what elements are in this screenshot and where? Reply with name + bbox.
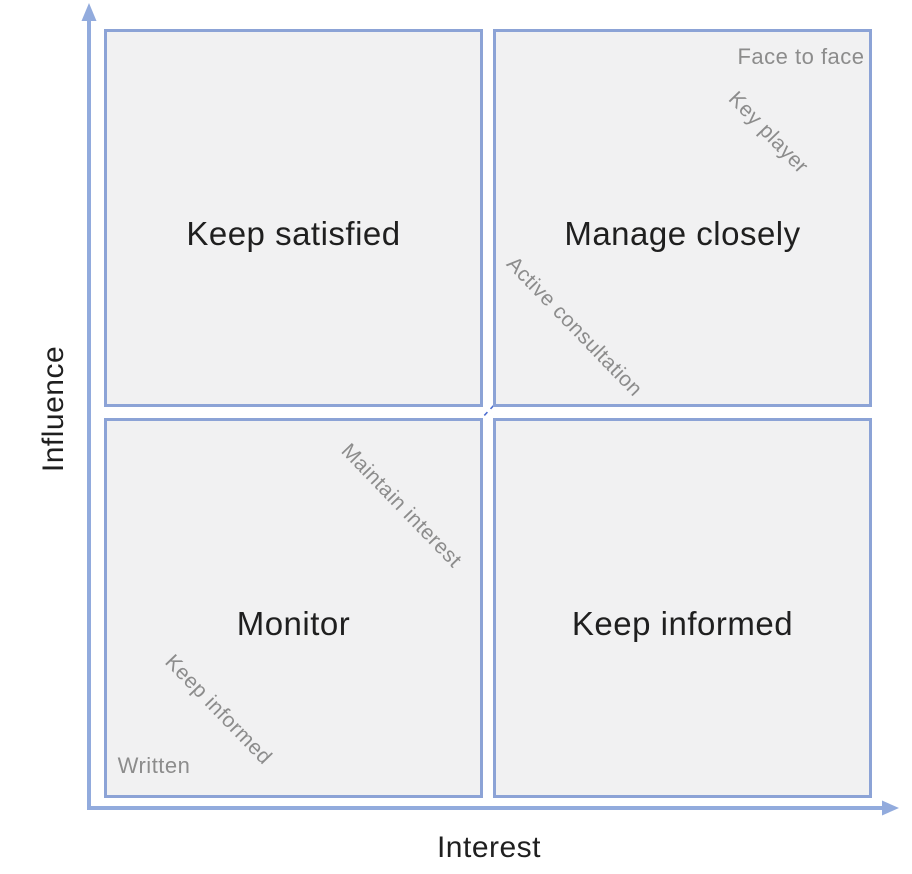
- y-axis-arrowhead-icon: [81, 3, 97, 21]
- x-axis-arrowhead-icon: [882, 800, 899, 816]
- quadrant-label: Keep informed: [571, 605, 794, 642]
- x-axis-label: Interest: [436, 831, 542, 864]
- quadrant-keep-satisfied: Keep satisfied: [104, 29, 483, 407]
- quadrant-label: Manage closely: [564, 215, 801, 252]
- quadrant-label: Keep satisfied: [186, 215, 401, 252]
- y-axis-label: Influence: [37, 345, 70, 473]
- diagonal-start-label: Written: [117, 753, 191, 778]
- quadrant-keep-informed: Keep informed: [493, 418, 872, 798]
- diagonal-end-label: Face to face: [737, 44, 865, 69]
- quadrant-label: Monitor: [236, 605, 351, 642]
- quadrant-manage-closely: Manage closely: [493, 29, 872, 407]
- quadrant-monitor: Monitor: [104, 418, 483, 798]
